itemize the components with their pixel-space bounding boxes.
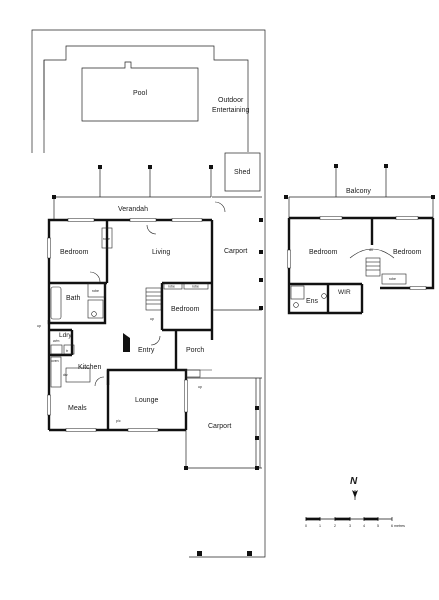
bathtub — [50, 286, 62, 320]
site-boundary — [31, 29, 266, 558]
robe-mid-1 — [163, 282, 183, 290]
scale-tick: 3 — [349, 524, 351, 528]
laundry-trough — [63, 344, 75, 355]
scale-tick: 0 — [305, 524, 307, 528]
dw-label: dw — [63, 373, 68, 377]
door-swing — [146, 224, 157, 235]
scale-tick: 2 — [334, 524, 336, 528]
carport-lower-label: Carport — [208, 423, 231, 430]
balcony-label: Balcony — [346, 188, 371, 195]
verandah-pergola — [53, 168, 212, 220]
pool-surround — [43, 45, 249, 153]
door-swing — [94, 376, 105, 387]
window — [129, 218, 157, 222]
dn-upper-label: dn — [369, 248, 373, 252]
bath-label: Bath — [66, 295, 81, 302]
washing-machine — [50, 344, 63, 355]
entertaining-label: Entertaining — [212, 107, 249, 114]
pool — [81, 61, 199, 122]
scale-bar — [305, 517, 393, 521]
posts — [52, 165, 263, 556]
robe-mid-2 — [183, 282, 209, 290]
window — [184, 379, 188, 413]
robe-upper-label: robe — [389, 277, 396, 281]
wir-label: WIR — [338, 289, 351, 296]
scale-tick: 5 — [377, 524, 379, 528]
ens-basin — [321, 293, 327, 299]
robe-upper-box — [381, 273, 407, 285]
upper-pergola — [288, 167, 434, 218]
north-label: N — [350, 476, 358, 487]
scale-tick: 1 — [319, 524, 321, 528]
bedroom-mid-label: Bedroom — [171, 306, 200, 313]
oven-label: oven — [51, 359, 59, 363]
bedroom-upper-w-label: Bedroom — [309, 249, 338, 256]
fireplace — [123, 333, 130, 352]
up-porch-label: up — [198, 385, 202, 389]
stairs-upper — [365, 257, 381, 277]
entry-label: Entry — [138, 347, 155, 354]
kitchen-label: Kitchen — [78, 364, 101, 371]
shower — [87, 299, 104, 319]
window — [65, 428, 97, 432]
verandah-label: Verandah — [118, 206, 148, 213]
window — [47, 394, 51, 416]
window — [47, 237, 51, 259]
carport-upper-label: Carport — [224, 248, 247, 255]
lounge-label: Lounge — [135, 397, 158, 404]
scale-tick: 4 — [363, 524, 365, 528]
pool-label: Pool — [133, 90, 147, 97]
porch-steps — [185, 369, 201, 378]
carport — [185, 196, 262, 469]
window — [127, 428, 159, 432]
pc-label: p/c — [116, 419, 121, 423]
shed-label: Shed — [234, 169, 250, 176]
up-bath-label: up — [37, 324, 41, 328]
bedroom-upper-e-label: Bedroom — [393, 249, 422, 256]
kitchen-island — [65, 367, 91, 383]
scale-tick: 6 metres — [391, 524, 405, 528]
north-arrow — [352, 490, 358, 500]
robe-living — [101, 227, 113, 249]
robe-bath — [87, 282, 106, 298]
robe-living-label: robe — [103, 237, 110, 241]
door-swing — [150, 335, 161, 346]
stairwell — [349, 248, 395, 259]
wm-label: w/m — [53, 339, 60, 343]
door-swing — [214, 201, 226, 213]
ens-label: Ens — [306, 298, 319, 305]
door-swing — [89, 271, 101, 283]
shed — [224, 152, 261, 192]
ldry-label: Ldry — [59, 332, 72, 339]
ens-shower — [290, 285, 305, 300]
living-label: Living — [152, 249, 170, 256]
window — [171, 218, 203, 222]
ens-toilet — [293, 302, 299, 308]
meals-label: Meals — [68, 405, 87, 412]
robe-mid-1-label: robe — [168, 285, 175, 289]
bedroom-west-label: Bedroom — [60, 249, 89, 256]
robe-mid-2-label: robe — [192, 285, 199, 289]
kitchen-bench — [50, 356, 62, 388]
window — [67, 218, 95, 222]
outdoor-label: Outdoor — [218, 97, 244, 104]
robe-bath-label: robe — [92, 289, 99, 293]
up-bed-label: up — [150, 317, 154, 321]
toilet — [91, 311, 97, 317]
porch-label: Porch — [186, 347, 204, 354]
tr-label: tr — [66, 349, 69, 353]
stairs-bed — [145, 287, 162, 311]
